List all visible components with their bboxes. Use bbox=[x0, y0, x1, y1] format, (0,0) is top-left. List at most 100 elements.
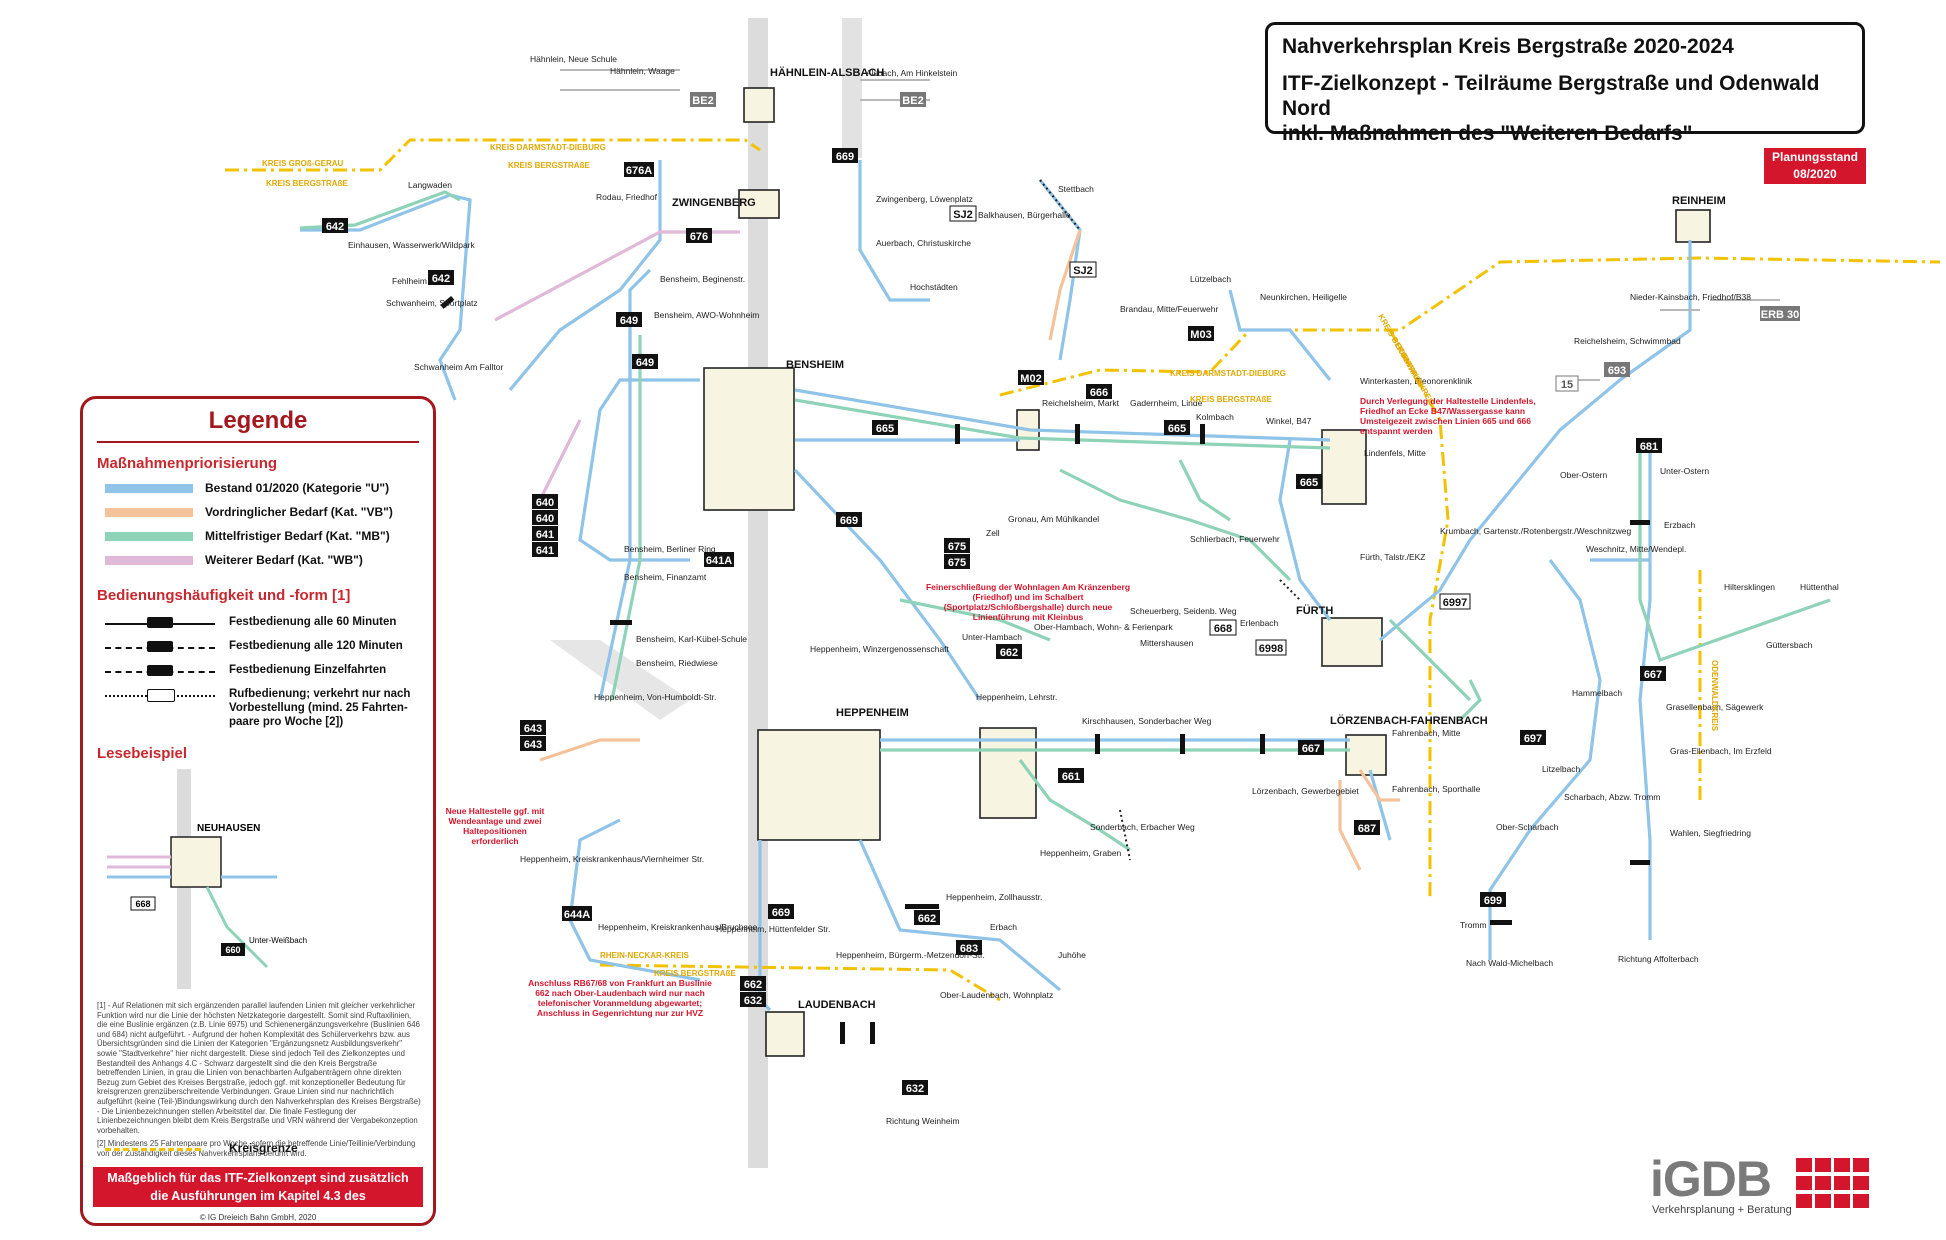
label-weiterer: Weiterer Bedarf (Kat. "WB") bbox=[205, 553, 363, 567]
place-19: Reichelsheim, Markt bbox=[1042, 398, 1120, 408]
logo-tagline: Verkehrsplanung + Beratung bbox=[1652, 1204, 1792, 1216]
label-mittelfristig: Mittelfristiger Bedarf (Kat. "MB") bbox=[205, 529, 390, 543]
place-64: Richtung Affolterbach bbox=[1618, 954, 1699, 964]
place-75: Ober-Ostern bbox=[1560, 470, 1608, 480]
route-b3 bbox=[794, 388, 1331, 442]
chip-665b-text: 665 bbox=[1168, 423, 1186, 435]
place-68: Bensheim, Berliner Ring bbox=[624, 544, 716, 554]
chip-641a bbox=[532, 526, 558, 541]
hub-box-lehrstr bbox=[979, 727, 1037, 819]
chip-642b-text: 642 bbox=[432, 273, 450, 285]
chip-be2b bbox=[900, 92, 926, 107]
chip-699 bbox=[1480, 892, 1506, 907]
chip-640a-text: 640 bbox=[536, 497, 554, 509]
hub-box-heppenheim bbox=[757, 729, 881, 841]
place-3: Rodau, Friedhof bbox=[596, 192, 658, 202]
rail-corridor-main bbox=[748, 18, 768, 1168]
page-title: Nahverkehrsplan Kreis Bergstraße 2020-20… bbox=[1282, 35, 1734, 58]
chip-662c bbox=[740, 976, 766, 991]
chip-662a-text: 662 bbox=[1000, 647, 1018, 659]
chip-675b bbox=[944, 554, 970, 569]
chip-sj2a bbox=[949, 205, 977, 222]
place-29: Krumbach, Gartenstr./Rotenbergstr./Wesch… bbox=[1440, 526, 1631, 536]
chip-683 bbox=[956, 940, 982, 955]
chip-m03 bbox=[1188, 326, 1214, 341]
ruf-1 bbox=[1039, 179, 1081, 231]
boundary-darmstadt-dieburg bbox=[999, 256, 1941, 397]
route-b8 bbox=[1368, 769, 1392, 841]
chip-649a bbox=[616, 312, 642, 327]
place-20: Gadernheim, Linde bbox=[1130, 398, 1203, 408]
bar-3 bbox=[1075, 424, 1080, 444]
chip-668-text: 668 bbox=[1214, 623, 1232, 635]
place-11: Bensheim, AWO-Wohnheim bbox=[654, 310, 759, 320]
title-box: Nahverkehrsplan Kreis Bergstraße 2020-20… bbox=[1265, 22, 1865, 145]
place-56: Wahlen, Siegfriedring bbox=[1670, 828, 1751, 838]
grey-north bbox=[560, 69, 930, 101]
chip-668 bbox=[1209, 619, 1237, 636]
place-6: Einhausen, Wasserwerk/Wildpark bbox=[348, 240, 476, 250]
chip-632b bbox=[902, 1080, 928, 1095]
stamp-line-1: Planungsstand bbox=[1771, 150, 1858, 164]
place-70: Bensheim, Karl-Kübel-Schule bbox=[636, 634, 747, 644]
chip-665c-text: 665 bbox=[1300, 477, 1318, 489]
company-logo: iGDB Verkehrsplanung + Beratung bbox=[1650, 1150, 1869, 1220]
place-45: Lörzenbach, Gewerbegebiet bbox=[1252, 786, 1359, 796]
place-17: Neunkirchen, Heiligelle bbox=[1260, 292, 1347, 302]
place-41: Kirschhausen, Sonderbacher Weg bbox=[1082, 716, 1212, 726]
chip-669b bbox=[836, 512, 862, 527]
place-24: Lindenfels, Mitte bbox=[1364, 448, 1426, 458]
place-58: Grasellenbach, Sägewerk bbox=[1666, 702, 1764, 712]
place-65: Richtung Weinheim bbox=[886, 1116, 960, 1126]
chip-665a bbox=[872, 420, 898, 435]
chip-669a-text: 669 bbox=[836, 151, 854, 163]
chip-661-text: 661 bbox=[1062, 771, 1080, 783]
boundary-grossgerau bbox=[225, 138, 761, 172]
chip-666 bbox=[1086, 384, 1112, 399]
chip-643a bbox=[520, 720, 546, 735]
swatch-weiterer bbox=[105, 556, 193, 565]
swatch-bestand bbox=[105, 484, 193, 493]
place-54: Ober-Laudenbach, Wohnplatz bbox=[940, 990, 1053, 1000]
chip-m02 bbox=[1018, 370, 1044, 385]
legend-title: Legende bbox=[208, 407, 308, 434]
hub-label-fuerth: FÜRTH bbox=[1296, 604, 1333, 617]
route-v4 bbox=[1338, 780, 1362, 871]
annotation-kraenzenberg-text: Feinerschließung der Wohnlagen Am Kränze… bbox=[925, 582, 1131, 622]
hub-label-loerzenbach: LÖRZENBACH-FAHRENBACH bbox=[1330, 714, 1488, 727]
place-50: Juhöhe bbox=[1058, 950, 1086, 960]
chip-644a bbox=[562, 906, 592, 921]
hub-box-bensheim bbox=[703, 367, 795, 511]
logo-wordmark: iGDB bbox=[1650, 1151, 1772, 1207]
chip-697-text: 697 bbox=[1524, 733, 1542, 745]
route-b18 bbox=[1228, 289, 1332, 381]
route-b2 bbox=[578, 378, 700, 562]
chip-665a-text: 665 bbox=[876, 423, 894, 435]
place-5: Langwaden bbox=[408, 180, 452, 190]
bar-7 bbox=[1260, 734, 1265, 754]
route-m10 bbox=[899, 598, 1051, 642]
hub-label-reinheim: REINHEIM bbox=[1672, 195, 1726, 207]
route-w2 bbox=[538, 419, 582, 501]
region-9: KREIS BERGSTRAßE bbox=[654, 969, 736, 978]
chip-641b-text: 641 bbox=[536, 545, 554, 557]
footnotes: [1] - Auf Relationen mit sich ergänzende… bbox=[97, 1001, 421, 1159]
place-71: Bensheim, Riedwiese bbox=[636, 658, 718, 668]
place-2: Alsbach, Am Hinkelstein bbox=[866, 68, 957, 78]
annotation-anschluss: Anschluss RB67/68 von Frankfurt an Busli… bbox=[528, 978, 712, 1018]
note-line-1: Maßgeblich für das ITF-Zielkonzept sind … bbox=[107, 1171, 409, 1185]
chip-641A bbox=[704, 552, 734, 567]
place-33: Hüttenthal bbox=[1800, 582, 1839, 592]
bar-4 bbox=[1200, 424, 1205, 444]
route-m4 bbox=[1059, 468, 1292, 582]
chip-649b bbox=[632, 354, 658, 369]
place-47: Heppenheim, Graben bbox=[1040, 848, 1122, 858]
place-53: Heppenheim, Bürgerm.-Metzendorf-Str. bbox=[836, 950, 985, 960]
chip-be2b-text: BE2 bbox=[902, 95, 923, 107]
hub-label-heppenheim: HEPPENHEIM bbox=[836, 707, 909, 719]
hub-label-bensheim: BENSHEIM bbox=[786, 359, 844, 371]
place-21: Reichelsheim, Schwimmbad bbox=[1574, 336, 1681, 346]
route-b16 bbox=[858, 160, 930, 302]
chip-676-text: 676 bbox=[690, 231, 708, 243]
hub-boxes bbox=[703, 87, 1711, 1057]
